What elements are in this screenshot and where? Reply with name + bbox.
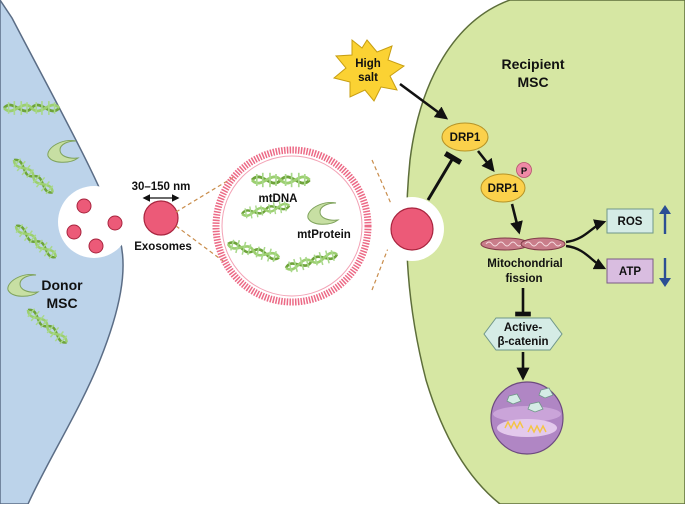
catenin-node (483, 317, 563, 351)
fission-to-atp-arrow (565, 244, 607, 270)
fission-to-ros-arrow (565, 219, 607, 244)
arrow-down-icon (659, 258, 671, 287)
drp1-phospho-node (480, 173, 526, 203)
ros-box (606, 208, 654, 234)
mitochondria-icon (480, 237, 566, 251)
recipient-label-line1: Recipient (501, 56, 564, 72)
high-salt-burst (332, 38, 406, 102)
nucleus-icon (490, 381, 564, 455)
catenin-label-line1: Active- (504, 322, 543, 334)
recipient-label-line2: MSC (517, 74, 548, 90)
phospho-label: P (521, 166, 528, 177)
catenin-label-line2: β-catenin (497, 336, 548, 348)
arrow-up-icon (659, 205, 671, 234)
high-salt-line2: salt (358, 72, 378, 84)
salt-to-drp1-arrow (399, 82, 449, 120)
atp-box (606, 258, 654, 284)
mtprotein-label: mtProtein (297, 229, 351, 241)
recipient-uptake (380, 197, 444, 261)
fission-label-line2: fission (505, 273, 542, 285)
donor-label-line2: MSC (46, 295, 77, 311)
exosomes-label: Exosomes (134, 241, 192, 253)
exosome-inhibits-drp1 (426, 151, 463, 201)
atp-label: ATP (619, 266, 641, 278)
drp1-phospho-label: DRP1 (488, 183, 519, 195)
donor-label-line1: Donor (41, 277, 83, 293)
fission-label-line1: Mitochondrial (487, 258, 562, 270)
high-salt-line1: High (355, 58, 381, 70)
donor-cell (0, 0, 124, 505)
drp1-label: DRP1 (450, 132, 481, 144)
donor-budding-exosomes (58, 186, 130, 258)
drp1-to-phospho-arrow (476, 150, 495, 173)
phospho-badge (516, 162, 532, 178)
ros-label: ROS (618, 216, 643, 228)
exosome-size-label: 30–150 nm (132, 181, 191, 193)
zoom-lines (175, 159, 393, 291)
mtdna-label: mtDNA (259, 193, 298, 205)
free-exosome (143, 200, 179, 236)
drp1-node (441, 122, 489, 152)
exosome-zoom (212, 146, 372, 306)
phospho-to-fission-arrow (510, 203, 523, 235)
